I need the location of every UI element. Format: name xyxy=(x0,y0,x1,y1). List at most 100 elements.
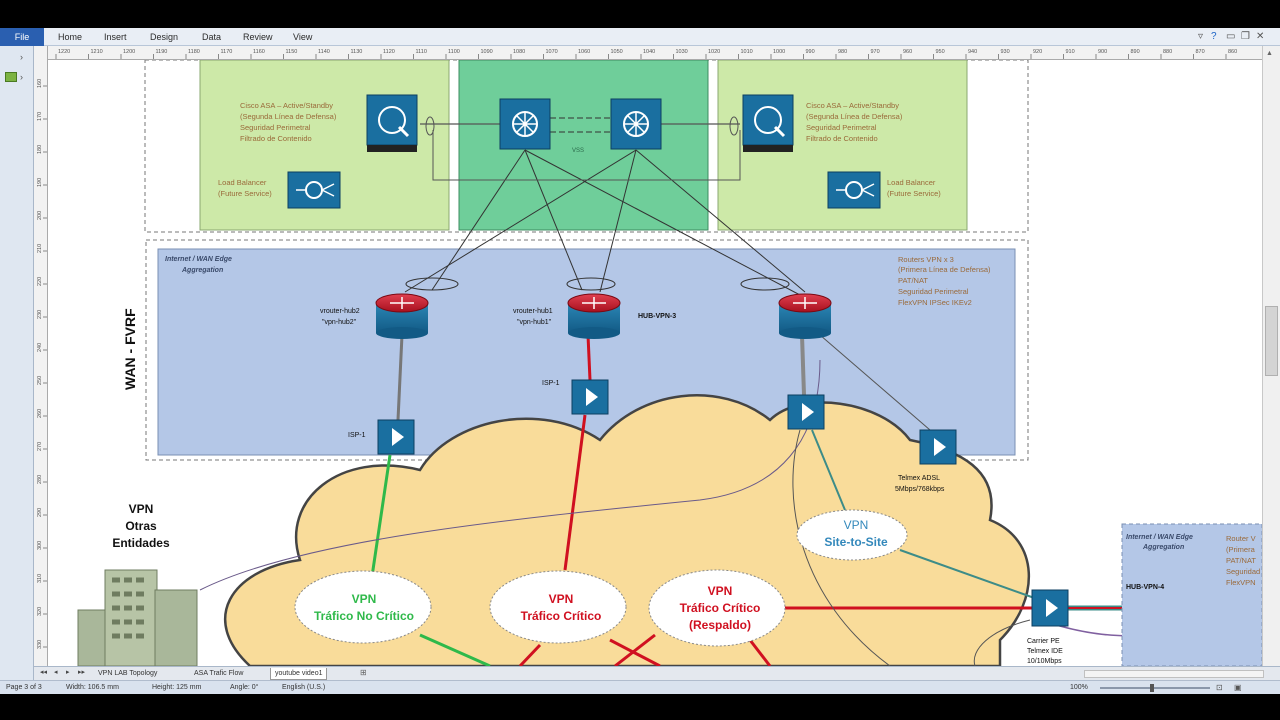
ruler-label: 260 xyxy=(37,409,43,418)
page-tab-vpn-lab[interactable]: VPN LAB Topology xyxy=(98,670,158,677)
ruler-label: 1200 xyxy=(123,49,135,55)
file-tab[interactable]: File xyxy=(0,28,44,46)
ruler-label: 200 xyxy=(37,211,43,220)
ruler-label: 160 xyxy=(37,79,43,88)
load-balancer-right-icon[interactable] xyxy=(827,171,881,209)
carrier-pe-device-icon[interactable] xyxy=(1031,589,1069,627)
ruler-label: 300 xyxy=(37,541,43,550)
minimize-ribbon-icon[interactable]: ▿ xyxy=(1198,31,1204,42)
isp-device-center-icon[interactable] xyxy=(571,379,609,415)
links xyxy=(199,117,1180,666)
cloud-nocritico-line1: VPN xyxy=(352,592,377,606)
cloud-site-line2: Site-to-Site xyxy=(824,535,888,549)
tab-home[interactable]: Home xyxy=(58,32,83,42)
stencil-expand-icon[interactable]: › xyxy=(20,72,23,82)
router-hub1-icon[interactable] xyxy=(567,293,621,339)
isp-device-right-icon[interactable] xyxy=(787,394,825,430)
tab-insert[interactable]: Insert xyxy=(104,32,127,42)
zoom-slider[interactable] xyxy=(1100,687,1210,689)
stencil-icon[interactable] xyxy=(5,72,17,82)
ruler-label: 330 xyxy=(37,640,43,649)
ruler-label: 1170 xyxy=(221,49,233,55)
expand-panel-icon[interactable]: › xyxy=(20,52,23,62)
ruler-label: 1100 xyxy=(448,49,460,55)
router-hub3-icon[interactable] xyxy=(778,293,832,339)
ruler-label: 220 xyxy=(37,277,43,286)
restore-icon[interactable]: ▭ xyxy=(1226,31,1236,42)
telmex-adsl-label-1: Telmex ADSL xyxy=(898,475,940,482)
switch-windows-icon[interactable]: ▣ xyxy=(1234,683,1242,692)
tab-review[interactable]: Review xyxy=(243,32,273,42)
drawing-canvas[interactable]: Cisco ASA – Active/Standby (Segunda Líne… xyxy=(48,60,1262,666)
ruler-label: 270 xyxy=(37,442,43,451)
telmex-adsl-device-icon[interactable] xyxy=(919,429,957,465)
scroll-thumb[interactable] xyxy=(1265,306,1278,376)
ruler-label: 1070 xyxy=(546,49,558,55)
vpn-entities-line2: Otras xyxy=(125,519,157,533)
status-bar: Page 3 of 3 Width: 106.5 mm Height: 125 … xyxy=(0,680,1280,694)
ruler-label: 900 xyxy=(1098,49,1107,55)
asa-right-line1: Cisco ASA – Active/Standby xyxy=(806,101,899,110)
ruler-label: 1090 xyxy=(481,49,493,55)
last-page-icon[interactable]: ▸▸ xyxy=(78,669,86,676)
tab-view[interactable]: View xyxy=(293,32,313,42)
fit-page-icon[interactable]: ⊡ xyxy=(1216,683,1223,692)
ruler-label: 1150 xyxy=(286,49,298,55)
ruler-label: 910 xyxy=(1066,49,1075,55)
asa-left-line4: Filtrado de Contenido xyxy=(240,134,312,143)
ruler-label: 980 xyxy=(838,49,847,55)
isp-device-left-icon[interactable] xyxy=(377,419,415,455)
page-tab-youtube[interactable]: youtube video1 xyxy=(270,668,328,680)
asa-firewall-left-icon[interactable] xyxy=(366,94,418,152)
carrier-pe-label-2: Telmex IDE xyxy=(1027,648,1063,655)
lb-left-line2: (Future Service) xyxy=(218,189,272,198)
cloud-no-critico xyxy=(294,570,432,644)
zoom-level[interactable]: 100% xyxy=(1070,684,1088,691)
zoom-slider-thumb[interactable] xyxy=(1150,684,1154,692)
horizontal-scrollbar[interactable] xyxy=(1084,670,1264,678)
asa-right-line2: (Segunda Línea de Defensa) xyxy=(806,112,903,121)
ruler-label: 1080 xyxy=(513,49,525,55)
cloud-critico-line2: Tráfico Crítico xyxy=(521,609,602,623)
wan-note-4: Seguridad Perimetral xyxy=(898,287,969,296)
status-language[interactable]: English (U.S.) xyxy=(282,684,326,691)
first-page-icon[interactable]: ◂◂ xyxy=(40,669,48,676)
hsrp-ellipse-center xyxy=(566,277,616,291)
router-center-label-1: vrouter-hub1 xyxy=(513,308,553,315)
carrier-pe-label-1: Carrier PE xyxy=(1027,638,1060,645)
lb-left-line1: Load Balancer xyxy=(218,178,267,187)
status-page[interactable]: Page 3 of 3 xyxy=(6,684,42,691)
prev-page-icon[interactable]: ◂ xyxy=(54,669,58,676)
isp-center-label: ISP-1 xyxy=(542,380,560,387)
cloud-critico-line1: VPN xyxy=(549,592,574,606)
page-tab-asa-flow[interactable]: ASA Trafic Flow xyxy=(194,670,244,677)
vertical-scrollbar[interactable]: ▲ xyxy=(1262,46,1280,666)
ruler-label: 960 xyxy=(903,49,912,55)
next-page-icon[interactable]: ▸ xyxy=(66,669,70,676)
core-switch-right-icon[interactable] xyxy=(610,98,662,150)
load-balancer-left-icon[interactable] xyxy=(287,171,341,209)
help-icon[interactable]: ? xyxy=(1211,31,1217,42)
window-restore-icon[interactable]: ❐ xyxy=(1241,31,1250,42)
ruler-label: 1180 xyxy=(188,49,200,55)
br-note-4: Seguridad xyxy=(1226,567,1260,576)
router-left-label-2: "vpn-hub2" xyxy=(322,319,357,326)
ruler-label: 210 xyxy=(37,244,43,253)
br-note-2: (Primera xyxy=(1226,545,1256,554)
scroll-up-icon[interactable]: ▲ xyxy=(1266,50,1273,57)
ruler-label: 880 xyxy=(1163,49,1172,55)
cloud-respaldo-line1: VPN xyxy=(708,584,733,598)
asa-firewall-right-icon[interactable] xyxy=(742,94,794,152)
insert-page-icon[interactable]: ⊞ xyxy=(360,668,367,677)
router-hub2-icon[interactable] xyxy=(375,293,429,339)
tab-data[interactable]: Data xyxy=(202,32,222,42)
ruler-label: 1220 xyxy=(58,49,70,55)
close-icon[interactable]: ✕ xyxy=(1256,31,1265,42)
core-switch-left-icon[interactable] xyxy=(499,98,551,150)
ruler-label: 190 xyxy=(37,178,43,187)
tab-design[interactable]: Design xyxy=(150,32,179,42)
ruler-label: 1000 xyxy=(773,49,785,55)
ruler-label: 180 xyxy=(37,145,43,154)
wan-box-title-2: Aggregation xyxy=(181,267,223,274)
